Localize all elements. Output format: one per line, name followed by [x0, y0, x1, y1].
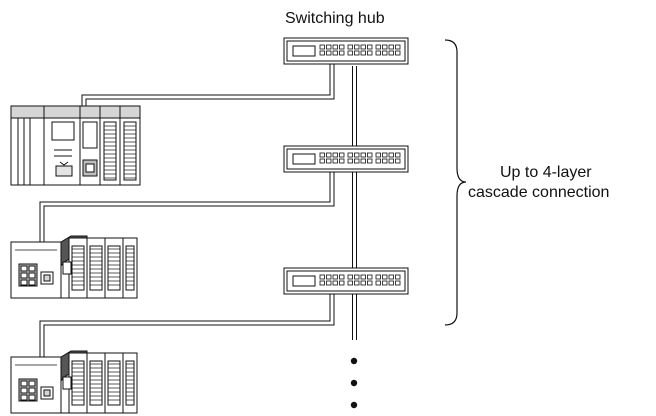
- hub-trunk-cable: [352, 66, 357, 340]
- compact-plc-2: [10, 350, 138, 414]
- cascade-brace: [444, 39, 467, 326]
- switching-hub-3: [283, 267, 409, 295]
- cascade-label-line1: Up to 4-layer: [500, 164, 592, 181]
- plc-rack: [10, 105, 141, 186]
- continuation-dots: [350, 357, 358, 409]
- switching-hub-label: Switching hub: [285, 10, 385, 27]
- switching-hub-2: [283, 145, 409, 173]
- cable-hub2-to-compact-plc-1: [39, 172, 335, 268]
- compact-plc-1: [10, 235, 138, 299]
- switching-hub-1: [283, 37, 409, 65]
- cable-hub3-to-compact-plc-2: [39, 294, 335, 382]
- cascade-label-line2: cascade connection: [468, 184, 610, 201]
